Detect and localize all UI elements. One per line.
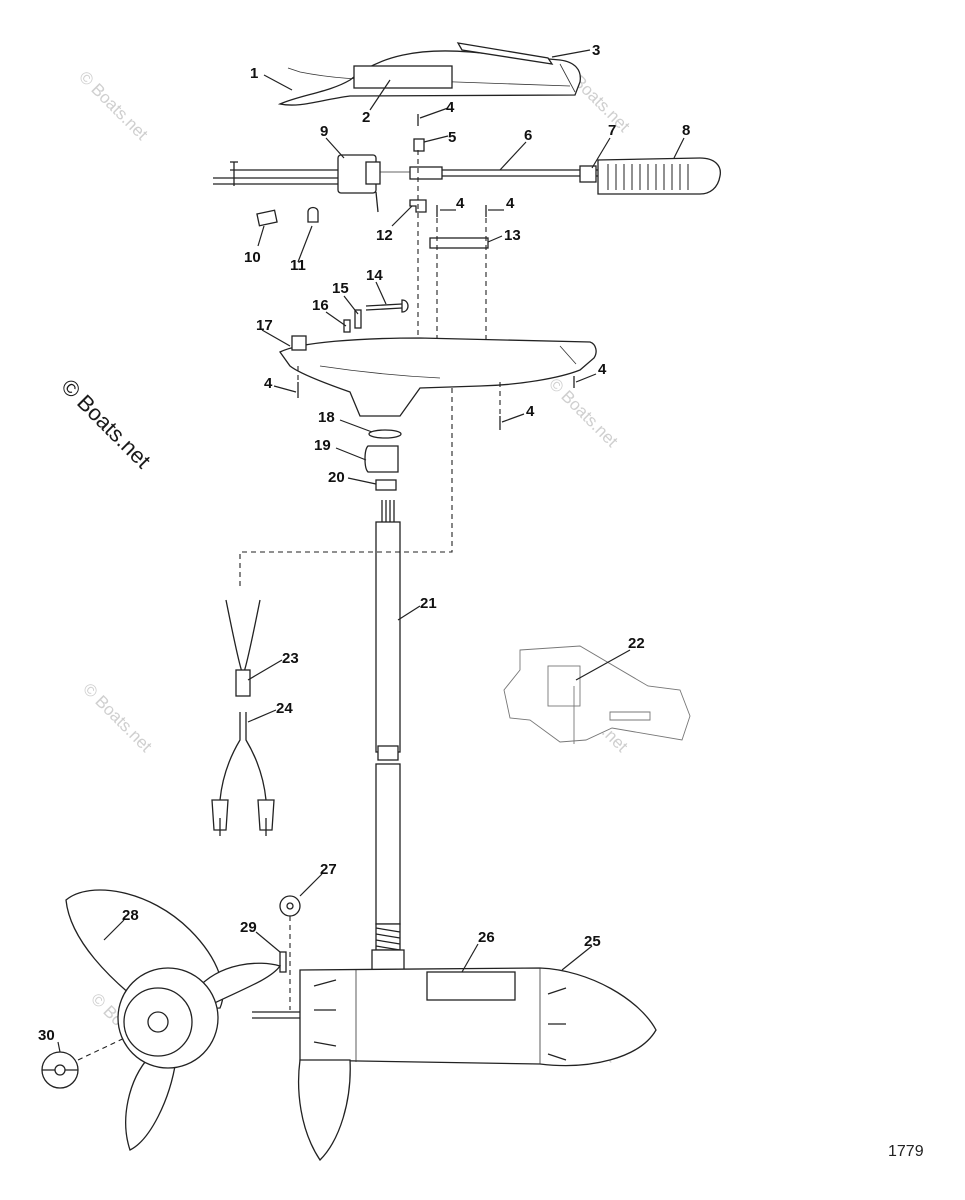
callout-1: 1 [250, 65, 258, 82]
callout-4b: 4 [456, 195, 465, 212]
watermark: © Boats.net [545, 374, 622, 451]
callout-20: 20 [328, 469, 345, 486]
callout-15: 15 [332, 280, 349, 297]
collar [364, 445, 399, 473]
propeller [65, 889, 282, 1151]
callout-12: 12 [376, 227, 393, 244]
callout-14: 14 [366, 267, 383, 284]
mount-bracket [503, 645, 691, 744]
callout-22: 22 [628, 635, 645, 652]
plate [429, 237, 489, 249]
callout-18: 18 [318, 409, 335, 426]
switch [213, 154, 410, 213]
callout-4f: 4 [526, 403, 535, 420]
watermark-main: © Boats.net [56, 374, 155, 473]
figure-code: 1779 [888, 1143, 924, 1160]
bushing [375, 479, 397, 491]
callout-8: 8 [682, 122, 690, 139]
watermark: © Boats.net [79, 679, 156, 756]
callout-7: 7 [608, 122, 616, 139]
callout-9: 9 [320, 123, 328, 140]
callout-21: 21 [420, 595, 437, 612]
callout-5: 5 [448, 129, 456, 146]
callout-26: 26 [478, 929, 495, 946]
callout-4c: 4 [506, 195, 515, 212]
washer [368, 429, 402, 439]
callout-24: 24 [276, 700, 293, 717]
cover-label [353, 65, 453, 89]
callout-17: 17 [256, 317, 273, 334]
watermark: © Boats.net [75, 67, 152, 144]
callout-19: 19 [314, 437, 331, 454]
callout-16: 16 [312, 297, 329, 314]
callout-28: 28 [122, 907, 139, 924]
shaft [371, 500, 405, 975]
cover-strip [456, 42, 554, 65]
callout-4: 4 [446, 99, 455, 116]
lower-unit [298, 967, 657, 1162]
small-clip [256, 209, 278, 227]
head-housing [279, 335, 597, 417]
leader-lines [57, 49, 685, 1053]
callout-6: 6 [524, 127, 532, 144]
battery-leads [211, 599, 275, 836]
pin-parts [343, 299, 409, 333]
callout-23: 23 [282, 650, 299, 667]
callout-labels: 1 2 3 4 5 6 7 8 9 10 11 12 4 4 13 14 15 … [38, 42, 690, 1044]
callout-4e: 4 [598, 361, 607, 378]
callout-4d: 4 [264, 375, 273, 392]
callout-13: 13 [504, 227, 521, 244]
callout-11: 11 [290, 257, 306, 274]
callout-27: 27 [320, 861, 337, 878]
tiller [409, 157, 721, 195]
top-screws [413, 114, 425, 152]
callout-30: 30 [38, 1027, 55, 1044]
callout-3: 3 [592, 42, 600, 59]
top-cover [277, 42, 581, 106]
small-cap [307, 206, 319, 223]
callout-10: 10 [244, 249, 261, 266]
callout-2: 2 [362, 109, 370, 126]
callout-29: 29 [240, 919, 257, 936]
callout-25: 25 [584, 933, 601, 950]
